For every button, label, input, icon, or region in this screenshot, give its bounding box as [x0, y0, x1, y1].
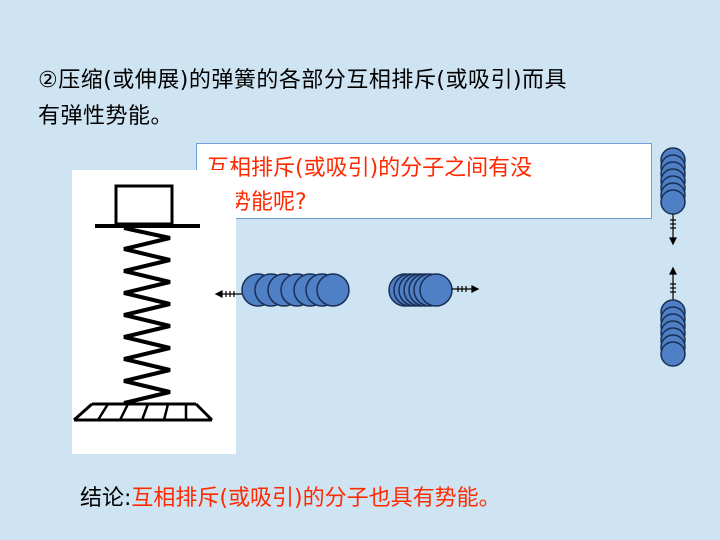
- conclusion-text: 互相排斥(或吸引)的分子也具有势能。: [131, 486, 501, 511]
- arrow-down-icon: [669, 214, 677, 246]
- molecule-stack-top: [660, 147, 686, 215]
- question-line-1: 互相排斥(或吸引)的分子之间有没: [207, 156, 533, 181]
- molecule-group-left: [241, 273, 350, 307]
- arrow-left-icon: [214, 290, 242, 298]
- statement-line-1: ②压缩(或伸展)的弹簧的各部分互相排斥(或吸引)而具: [38, 68, 568, 93]
- molecule-stack-bottom: [660, 299, 686, 367]
- spring-base-hatch: [96, 403, 110, 421]
- arrow-up-icon: [669, 266, 677, 300]
- spring-weight-block: [114, 184, 174, 226]
- spring-coil: [123, 226, 171, 405]
- conclusion: 结论:互相排斥(或吸引)的分子也具有势能。: [80, 480, 501, 512]
- spring-illustration: [73, 184, 214, 422]
- molecule-group-middle: [388, 273, 453, 307]
- arrow-right-icon: [452, 285, 480, 293]
- conclusion-label: 结论:: [80, 486, 132, 511]
- statement-line-2: 有弹性势能。: [38, 104, 174, 129]
